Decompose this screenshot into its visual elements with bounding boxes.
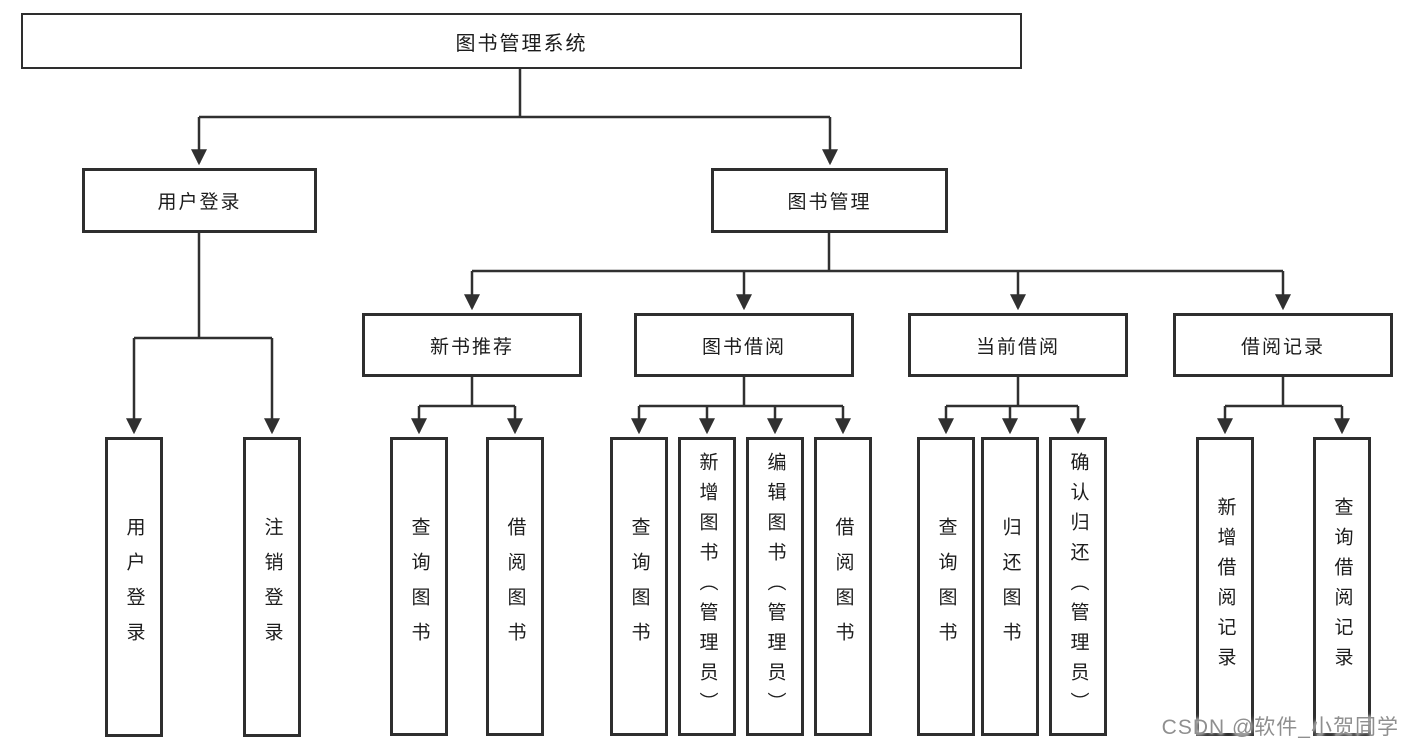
node-records-query-record: 查询借阅记录 [1313,437,1371,736]
node-records-add-record-label: 新增借阅记录 [1214,496,1236,677]
node-current-borrowing-label: 当前借阅 [975,336,1060,358]
csdn-watermark: CSDN @软件_小贺同学 [1161,716,1399,739]
node-user-login-action-label: 用户登录 [123,517,145,657]
node-book-management: 图书管理 [711,168,948,233]
node-records-add-record: 新增借阅记录 [1196,437,1254,736]
node-newbook-query-books: 查询图书 [390,437,448,736]
node-borrow-edit-books-admin: 编辑图书（管理员） [746,437,804,736]
node-current-confirm-return-admin-label: 确认归还（管理员） [1067,451,1089,722]
node-borrow-add-books-admin: 新增图书（管理员） [678,437,736,736]
node-current-query-books: 查询图书 [917,437,975,736]
node-borrow-borrow-books: 借阅图书 [814,437,872,736]
node-new-book-recommend: 新书推荐 [362,313,582,377]
node-user-login-label: 用户登录 [157,192,242,213]
node-book-management-label: 图书管理 [787,192,872,213]
node-book-borrowing-label: 图书借阅 [701,336,786,358]
node-current-confirm-return-admin: 确认归还（管理员） [1049,437,1107,736]
node-newbook-query-books-label: 查询图书 [408,516,430,657]
node-current-return-books-label: 归还图书 [999,516,1021,657]
node-logout-action: 注销登录 [243,437,301,737]
node-user-login: 用户登录 [82,168,317,233]
node-current-query-books-label: 查询图书 [935,516,957,657]
node-newbook-borrow-books-label: 借阅图书 [504,516,526,657]
node-borrowing-records: 借阅记录 [1173,313,1393,377]
node-library-system-label: 图书管理系统 [455,32,588,55]
node-user-login-action: 用户登录 [105,437,163,737]
node-current-return-books: 归还图书 [981,437,1039,736]
node-library-system: 图书管理系统 [21,13,1022,69]
node-logout-action-label: 注销登录 [261,517,283,657]
node-borrow-query-books: 查询图书 [610,437,668,736]
node-new-book-recommend-label: 新书推荐 [429,336,514,358]
node-borrow-edit-books-admin-label: 编辑图书（管理员） [764,451,786,722]
node-newbook-borrow-books: 借阅图书 [486,437,544,736]
node-borrowing-records-label: 借阅记录 [1240,336,1325,358]
node-borrow-query-books-label: 查询图书 [628,516,650,657]
node-book-borrowing: 图书借阅 [634,313,854,377]
node-records-query-record-label: 查询借阅记录 [1331,496,1353,677]
node-borrow-borrow-books-label: 借阅图书 [832,516,854,657]
node-borrow-add-books-admin-label: 新增图书（管理员） [696,451,718,722]
node-current-borrowing: 当前借阅 [908,313,1128,377]
